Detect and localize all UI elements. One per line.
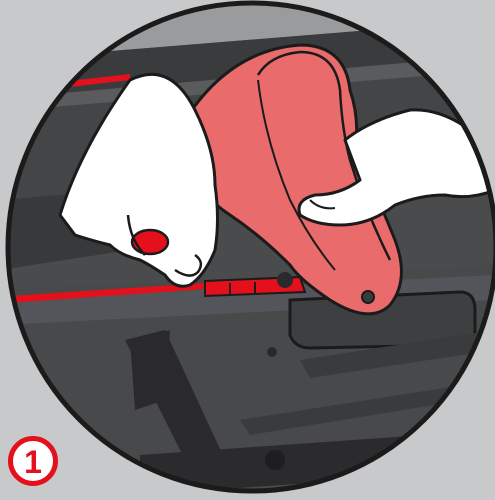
cover-snap-button (362, 291, 374, 303)
step-number: 1 (24, 446, 42, 478)
step-number-badge: 1 (8, 436, 58, 486)
zipper-puller-grip (132, 230, 168, 254)
